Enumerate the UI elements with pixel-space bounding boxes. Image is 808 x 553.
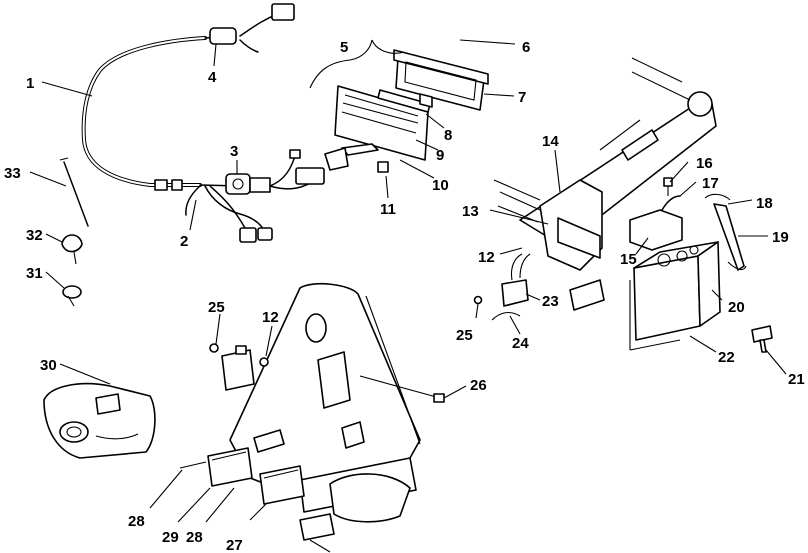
callout-9: 9 <box>436 147 444 164</box>
callout-19: 19 <box>772 229 789 246</box>
knob-31 <box>62 285 82 307</box>
callout-21: 21 <box>788 371 805 388</box>
frame-rail <box>493 57 717 311</box>
callout-14: 14 <box>542 133 559 150</box>
callout-16: 16 <box>696 155 713 172</box>
callout-29: 29 <box>162 529 179 546</box>
callout-32: 32 <box>26 227 43 244</box>
wiring-harness <box>81 3 325 191</box>
terminal-cap <box>751 325 773 353</box>
callout-31: 31 <box>26 265 43 282</box>
callout-2: 2 <box>180 233 188 250</box>
screw-28 <box>179 461 207 469</box>
callout-18: 18 <box>756 195 773 212</box>
sub-harness <box>185 185 273 243</box>
callout-3: 3 <box>230 143 238 160</box>
callouts: 1 2 3 4 5 6 7 8 9 10 11 12 12 13 14 15 1… <box>4 39 805 553</box>
callout-13: 13 <box>462 203 479 220</box>
housing <box>43 382 156 459</box>
callout-25b: 25 <box>456 327 473 344</box>
callout-12b: 12 <box>262 309 279 326</box>
callout-23: 23 <box>542 293 559 310</box>
callout-10: 10 <box>432 177 449 194</box>
battery-strap <box>704 193 747 271</box>
callout-4: 4 <box>208 69 217 86</box>
terminal-block-29 <box>207 447 253 487</box>
callout-28b: 28 <box>186 529 203 546</box>
battery-cover <box>629 209 683 251</box>
callout-6: 6 <box>522 39 530 56</box>
callout-11: 11 <box>380 201 396 218</box>
cap-32 <box>61 234 83 265</box>
battery-cable <box>661 195 681 211</box>
battery <box>629 241 721 351</box>
cdi-box <box>209 343 269 391</box>
callout-1: 1 <box>26 75 34 92</box>
callout-28a: 28 <box>128 513 145 530</box>
callout-20: 20 <box>728 299 745 316</box>
taillight-assembly <box>309 39 489 173</box>
mount-plate <box>229 282 421 553</box>
callout-15: 15 <box>620 251 637 268</box>
ignition-switch <box>225 173 271 195</box>
callout-7: 7 <box>518 89 526 106</box>
rod-33 <box>59 157 89 227</box>
bolt-16 <box>663 177 673 196</box>
callout-8: 8 <box>444 127 452 144</box>
callout-30: 30 <box>40 357 57 374</box>
callout-27: 27 <box>226 537 243 553</box>
terminal-block-27 <box>259 465 305 505</box>
callout-5: 5 <box>340 39 348 56</box>
callout-12a: 12 <box>478 249 495 266</box>
callout-24: 24 <box>512 335 529 352</box>
callout-17: 17 <box>702 175 719 192</box>
callout-22: 22 <box>718 349 735 366</box>
callout-26: 26 <box>470 377 487 394</box>
callout-33: 33 <box>4 165 21 182</box>
regulator-bracket <box>473 253 531 321</box>
leader-lines <box>29 39 787 523</box>
callout-25a: 25 <box>208 299 225 316</box>
